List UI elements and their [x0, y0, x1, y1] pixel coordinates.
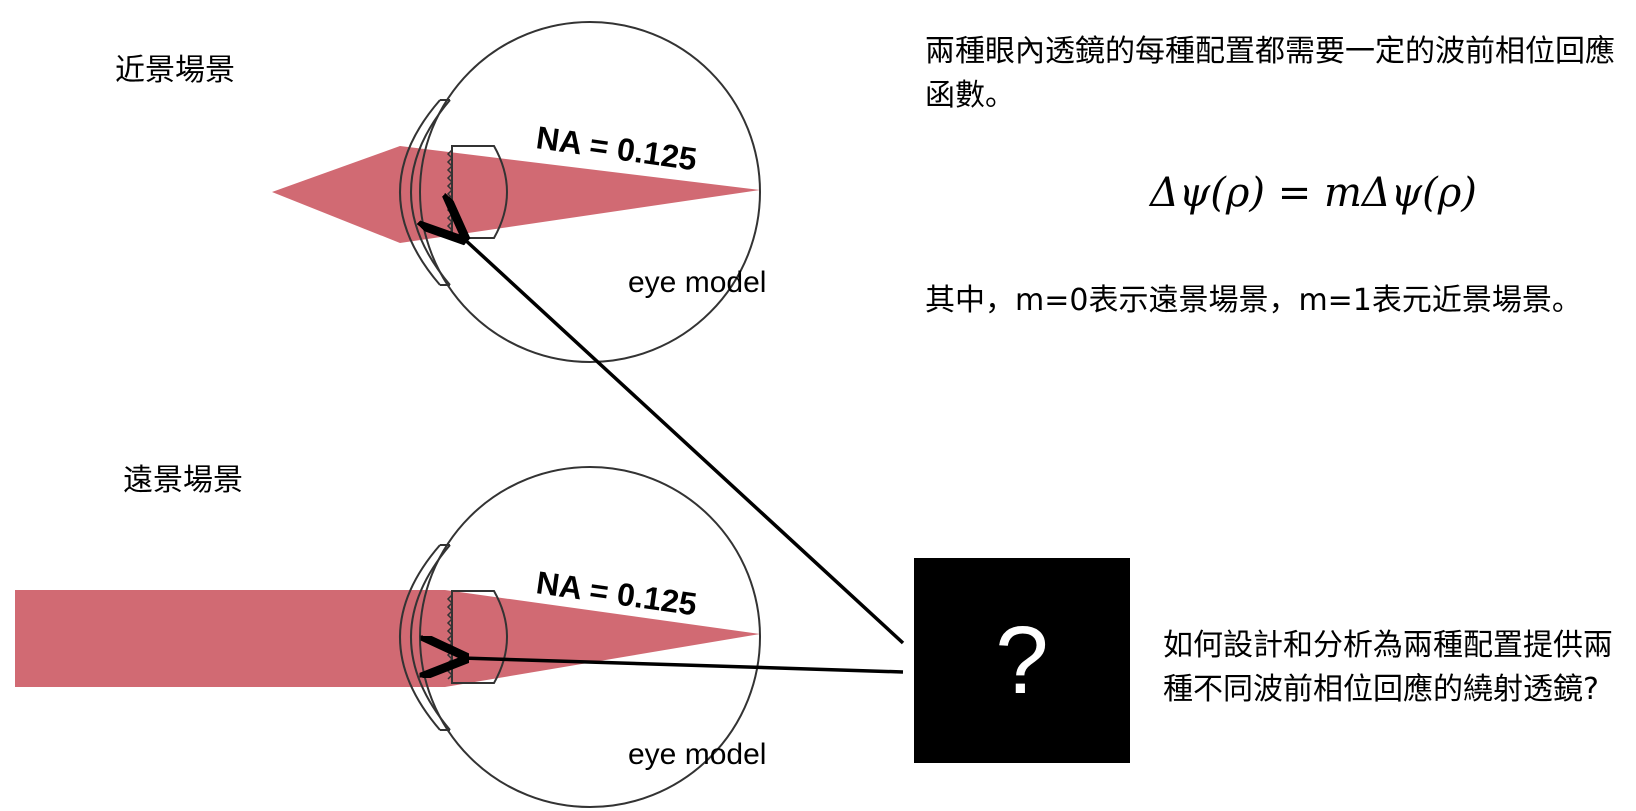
- mystery-lens-box: ?: [914, 558, 1130, 763]
- formula-lhs: Δψ(ρ): [1150, 170, 1265, 216]
- near-eye-model-label: eye model: [628, 266, 766, 299]
- near-eyeball: [419, 21, 761, 363]
- far-eye-model: NA = 0.125 eye model: [15, 466, 766, 808]
- far-scene-label: 遠景場景: [123, 463, 243, 498]
- near-converging-beam: [272, 146, 760, 243]
- question-paragraph: 如何設計和分析為兩種配置提供兩種不同波前相位回應的繞射透鏡?: [1163, 628, 1613, 707]
- near-intraocular-lens: [451, 145, 508, 239]
- far-collimated-beam: [15, 590, 445, 687]
- where-paragraph: 其中，m=0表示遠景場景，m=1表元近景場景。: [925, 283, 1582, 318]
- far-converging-beam: [445, 590, 760, 687]
- formula-equals: =: [1264, 170, 1324, 216]
- arrow-to-near-lens: [462, 237, 905, 645]
- phase-formula: Δψ(ρ) = mΔψ(ρ): [1150, 170, 1477, 216]
- near-cornea: [410, 99, 451, 286]
- question-mark-icon: ?: [995, 606, 1049, 714]
- near-eye-model: NA = 0.125 eye model: [272, 21, 766, 363]
- far-intraocular-lens: [451, 590, 508, 684]
- far-cornea: [410, 544, 451, 731]
- formula-rhs: mΔψ(ρ): [1323, 170, 1477, 216]
- far-eye-model-label: eye model: [628, 738, 766, 771]
- intro-paragraph: 兩種眼內透鏡的每種配置都需要一定的波前相位回應函數。: [925, 34, 1615, 113]
- near-scene-label: 近景場景: [115, 53, 235, 88]
- arrow-to-far-lens: [462, 658, 904, 672]
